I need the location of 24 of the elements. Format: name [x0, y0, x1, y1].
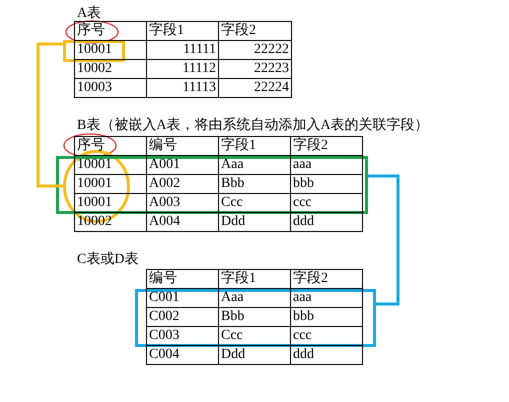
header-cell: 编号: [146, 269, 219, 289]
table-title: B表（被嵌入A表，将由系统自动添加入A表的关联字段）: [77, 118, 429, 134]
table-cell: 10003: [74, 78, 147, 98]
table-cell: Ddd: [218, 345, 291, 365]
header-cell: 序号: [74, 136, 147, 156]
table-cell: 22224: [218, 78, 292, 98]
header-cell: 字段2: [218, 21, 292, 41]
highlight-box: [135, 289, 376, 347]
header-cell: 字段2: [290, 136, 363, 156]
table-title: C表或D表: [77, 252, 138, 268]
connector-line: [368, 174, 400, 306]
table-cell: bbb: [290, 174, 363, 194]
highlight-circle: [63, 150, 130, 223]
table-cell: bbb: [290, 307, 363, 327]
table-title: A表: [77, 6, 102, 22]
table-cell: Ddd: [218, 212, 291, 232]
highlight-box: [56, 156, 368, 214]
connector-line: [36, 42, 63, 188]
table-cell: ddd: [290, 212, 363, 232]
header-cell: 序号: [74, 21, 147, 41]
highlight-box: [63, 40, 125, 62]
header-cell: 字段2: [290, 269, 363, 289]
table-cell: C004: [146, 345, 219, 365]
table-cell: ddd: [290, 345, 363, 365]
